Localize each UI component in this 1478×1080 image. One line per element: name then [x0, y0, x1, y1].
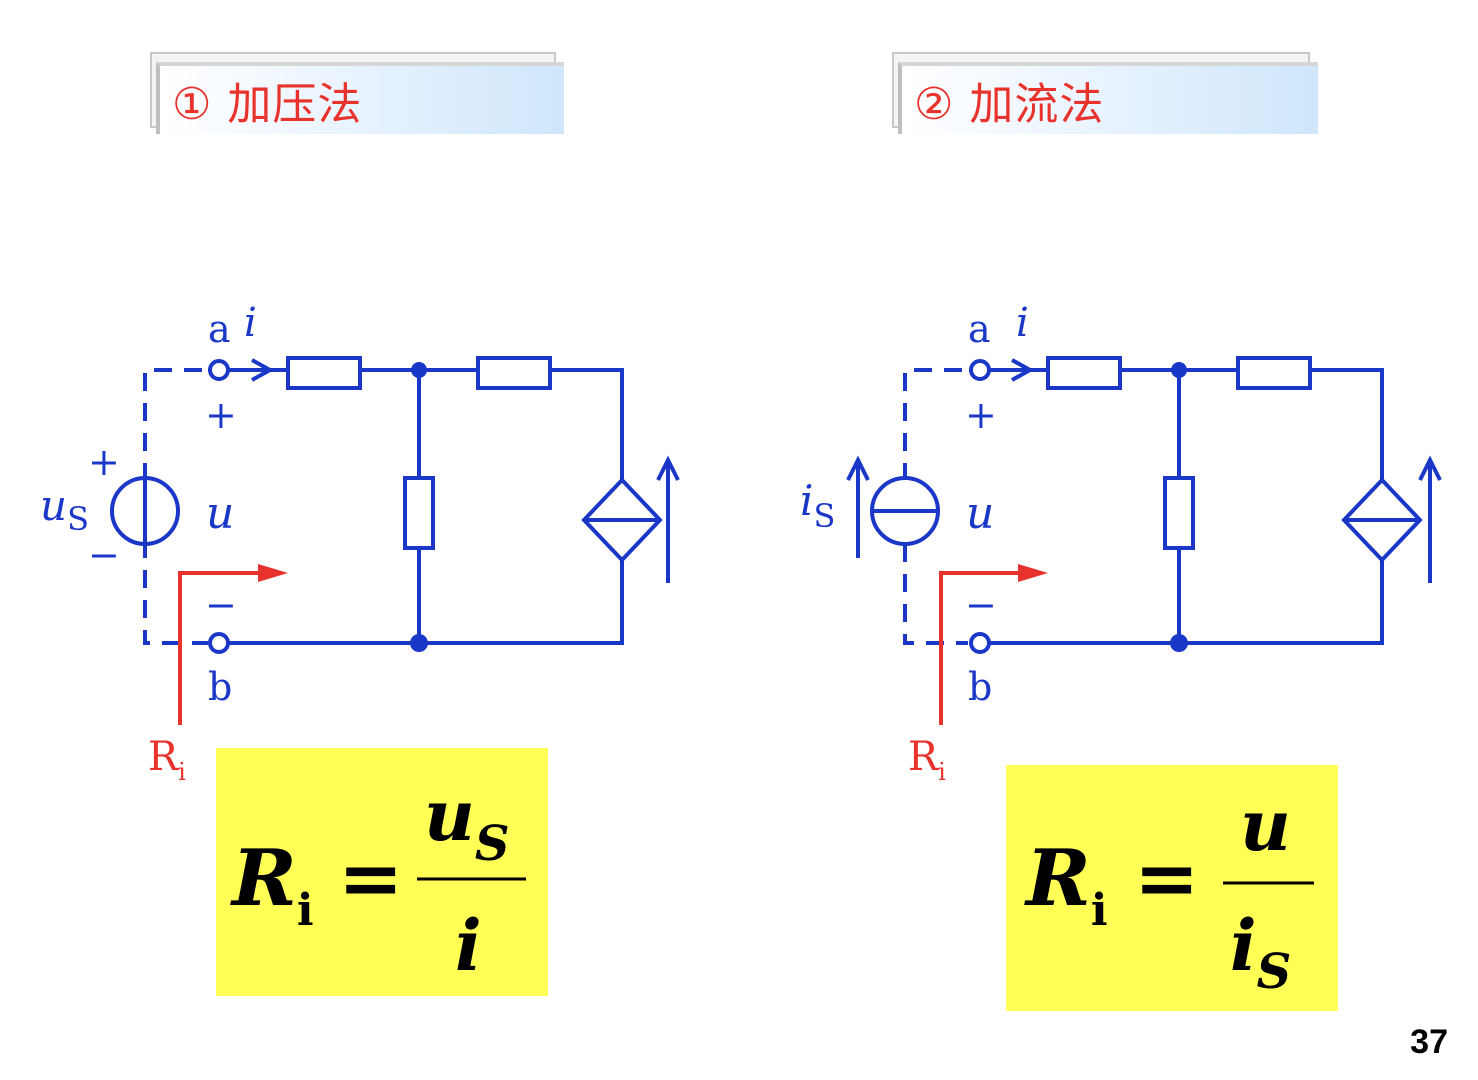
- labels-right: a i + u − b iS Ri: [800, 300, 1029, 786]
- labels-left: a i + u − b + − uS Ri: [40, 300, 257, 786]
- tab-label-current: ② 加流法: [914, 79, 1105, 130]
- bottom-wire: [228, 560, 624, 645]
- terminal-minus-label: −: [205, 583, 237, 627]
- resistor-series: [1046, 356, 1122, 390]
- ri-marker-left: [178, 564, 288, 725]
- port-voltage-label: u: [966, 488, 994, 539]
- resistor-shunt: [403, 476, 435, 550]
- resistor-right: [1236, 356, 1312, 390]
- node-a-label: a: [968, 307, 991, 351]
- tab-face: [156, 62, 564, 134]
- resistor-shunt: [1163, 476, 1195, 550]
- formula-lhs: Ri: [230, 833, 314, 936]
- ri-label-right: Ri: [908, 734, 946, 786]
- source-minus-label: −: [88, 533, 120, 577]
- ri-label-left: Ri: [148, 734, 186, 786]
- page-number: 37: [1410, 1023, 1448, 1061]
- current-label: i: [1016, 300, 1029, 346]
- terminal-b: [969, 632, 991, 654]
- node-b-label: b: [208, 665, 232, 709]
- dashed-wire: [903, 368, 968, 645]
- port-voltage-label: u: [206, 488, 234, 539]
- ri-marker-right: [939, 564, 1048, 725]
- terminal-plus-label: +: [205, 393, 237, 437]
- tab-label-voltage: ① 加压法: [172, 79, 363, 130]
- terminal-b: [208, 632, 230, 654]
- formula-box-current: [1006, 765, 1338, 1011]
- terminal-a: [208, 359, 230, 381]
- formula-left: Ri = uS i: [230, 774, 526, 987]
- resistor-right: [476, 356, 552, 390]
- terminal-a: [969, 359, 991, 381]
- formula-denominator: i: [455, 904, 482, 987]
- source-voltage-label: uS: [40, 481, 89, 538]
- dashed-wire: [143, 368, 208, 645]
- source-plus-label: +: [88, 440, 120, 484]
- method-tab-current: ② 加流法: [892, 52, 1318, 134]
- node-a-label: a: [208, 307, 231, 351]
- resistor-series: [286, 356, 362, 390]
- terminal-minus-label: −: [965, 583, 997, 627]
- formula-box-voltage: [216, 748, 548, 996]
- formula-lhs: Ri: [1024, 833, 1108, 936]
- formula-equals: =: [1134, 833, 1199, 924]
- terminal-plus-label: +: [965, 393, 997, 437]
- tab-face: [898, 62, 1318, 134]
- bottom-wire: [989, 560, 1384, 645]
- dependent-source: [581, 477, 663, 563]
- circuit-left: [110, 356, 680, 654]
- formula-denominator: iS: [1230, 904, 1291, 1000]
- current-label: i: [244, 300, 257, 346]
- formula-numerator: u: [1240, 784, 1291, 867]
- circuit-right: [846, 356, 1442, 654]
- method-tab-voltage: ① 加压法: [150, 52, 564, 134]
- formula-right: Ri = u iS: [1024, 784, 1314, 1000]
- formula-equals: =: [338, 833, 403, 924]
- source-current-label: iS: [800, 476, 835, 535]
- node-b-label: b: [968, 665, 992, 709]
- dependent-source: [1341, 477, 1423, 563]
- formula-numerator: uS: [424, 774, 510, 872]
